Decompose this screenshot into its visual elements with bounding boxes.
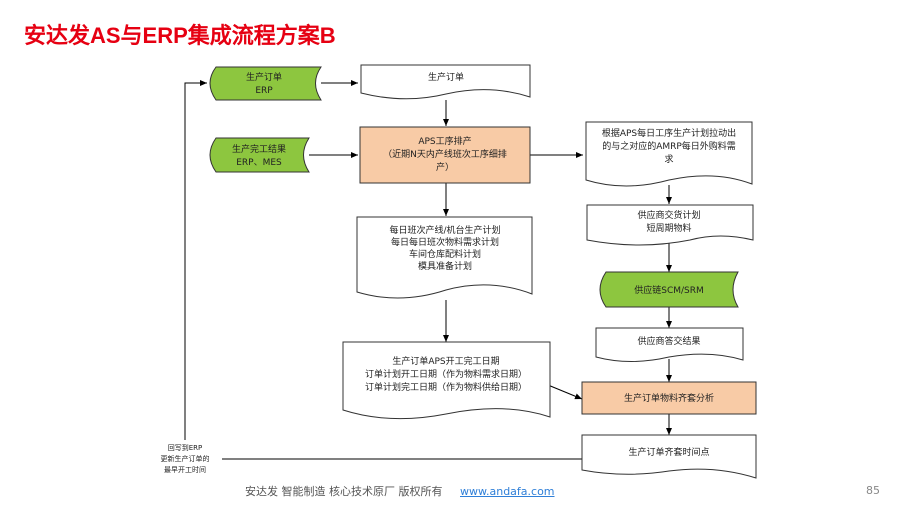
node-erp-order-line-1: 生产订单 xyxy=(246,71,282,83)
node-aps[interactable]: APS工序排产 （近期N天内产线班次工序细排 产） xyxy=(359,126,531,184)
node-kitting[interactable]: 生产订单物料齐套分析 xyxy=(581,381,757,415)
node-erp-order[interactable]: 生产订单 ERP xyxy=(209,66,322,101)
node-scm[interactable]: 供应链SCM/SRM xyxy=(599,271,739,308)
node-dates-line-1: 生产订单APS开工完工日期 xyxy=(392,355,499,367)
footer-link[interactable]: www.andafa.com xyxy=(460,485,555,498)
node-supplier-reply-label: 供应商答交结果 xyxy=(637,335,700,347)
node-kit-time-label: 生产订单齐套时间点 xyxy=(628,446,709,458)
node-amrp-line-2: 的与之对应的AMRP每日外购料需 xyxy=(602,140,736,152)
node-daily-plan-line-3: 车间仓库配料计划 xyxy=(409,248,481,260)
node-dates-line-2: 订单计划开工日期（作为物料需求日期） xyxy=(365,368,527,380)
node-daily-plan-line-4: 模具准备计划 xyxy=(418,260,472,272)
node-amrp-line-1: 根据APS每日工序生产计划拉动出 xyxy=(602,127,736,139)
node-amrp[interactable]: 根据APS每日工序生产计划拉动出 的与之对应的AMRP每日外购料需 求 xyxy=(585,121,753,187)
node-supplier-plan-line-1: 供应商交货计划 xyxy=(637,209,700,221)
node-supplier-plan-line-2: 短周期物料 xyxy=(646,222,691,234)
footer: 安达发 智能制造 核心技术原厂 版权所有 www.andafa.com xyxy=(245,483,555,499)
footer-copyright: 安达发 智能制造 核心技术原厂 版权所有 xyxy=(245,485,443,498)
node-scm-label: 供应链SCM/SRM xyxy=(634,284,704,296)
node-supplier-plan[interactable]: 供应商交货计划 短周期物料 xyxy=(586,204,754,246)
node-kit-time[interactable]: 生产订单齐套时间点 xyxy=(581,434,757,479)
page-title: 安达发AS与ERP集成流程方案B xyxy=(24,23,336,48)
node-order-doc-label: 生产订单 xyxy=(428,71,464,83)
node-completion[interactable]: 生产完工结果 ERP、MES xyxy=(209,137,310,173)
node-kitting-label: 生产订单物料齐套分析 xyxy=(624,392,714,404)
arrow-dates-to-kitting xyxy=(547,384,583,400)
node-dates-line-3: 订单计划完工日期（作为物料供给日期） xyxy=(365,381,527,393)
node-aps-line-1: APS工序排产 xyxy=(418,135,471,147)
node-amrp-line-3: 求 xyxy=(664,153,673,165)
node-completion-line-2: ERP、MES xyxy=(236,158,282,168)
node-supplier-reply[interactable]: 供应商答交结果 xyxy=(595,327,744,362)
node-daily-plan-line-2: 每日每日班次物料需求计划 xyxy=(391,236,499,248)
writeback-line-3: 最早开工时间 xyxy=(164,465,206,474)
node-aps-line-2: （近期N天内产线班次工序细排 xyxy=(383,148,507,160)
node-daily-plan-line-1: 每日班次产线/机台生产计划 xyxy=(389,224,500,236)
node-daily-plan[interactable]: 每日班次产线/机台生产计划 每日每日班次物料需求计划 车间仓库配料计划 模具准备… xyxy=(356,216,533,299)
writeback-line-1: 回写到ERP xyxy=(168,444,203,452)
node-erp-order-line-2: ERP xyxy=(255,86,273,96)
node-dates[interactable]: 生产订单APS开工完工日期 订单计划开工日期（作为物料需求日期） 订单计划完工日… xyxy=(342,341,551,420)
page-number: 85 xyxy=(866,484,880,497)
node-order-doc[interactable]: 生产订单 xyxy=(360,64,531,100)
writeback-line-2: 更新生产订单的 xyxy=(161,454,210,463)
feedback-loop xyxy=(184,80,207,440)
node-aps-line-3: 产） xyxy=(436,161,454,173)
node-completion-line-1: 生产完工结果 xyxy=(232,143,286,155)
writeback-note: 回写到ERP 更新生产订单的 最早开工时间 xyxy=(161,444,210,474)
